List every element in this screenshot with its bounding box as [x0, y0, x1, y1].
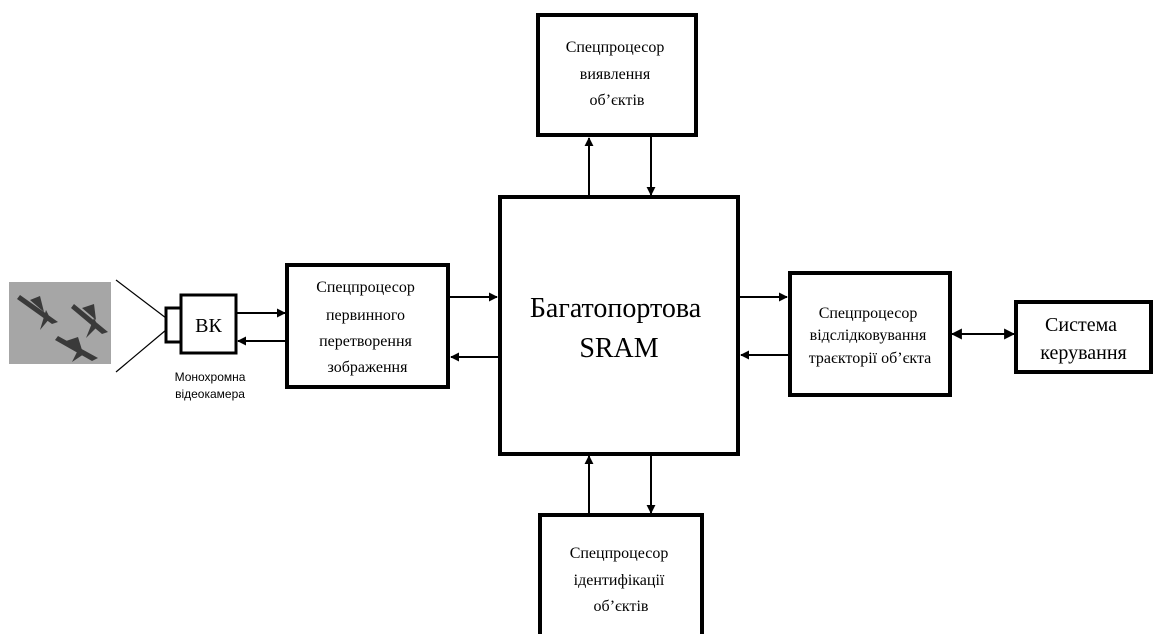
block-identification-line-2: ідентифікації	[574, 572, 665, 589]
block-control: Система керування	[1014, 300, 1153, 374]
block-identification: Спецпроцесор ідентифікації об’єктів	[538, 513, 704, 634]
block-memory-line-2: SRAM	[579, 333, 658, 364]
svg-text:Спецпроцесор виявлення: Спецпроцесор виявлення об’єктів	[566, 39, 669, 109]
svg-text:Система керування: Система керування	[1040, 314, 1127, 364]
svg-text:Багатопортова SRAM: Багатопортова SRAM	[530, 293, 708, 364]
camera-lens	[164, 306, 183, 344]
block-detection-line-3: об’єктів	[590, 92, 645, 109]
block-preprocessing-line-4: зображення	[328, 359, 409, 376]
video-camera: ВК	[164, 293, 238, 355]
block-detection-line-1: Спецпроцесор	[566, 39, 665, 56]
svg-text:Спецпроцесор відслідкову: Спецпроцесор відслідковування траєкторії…	[809, 305, 932, 367]
block-tracking-line-1: Спецпроцесор	[819, 305, 918, 322]
block-identification-line-1: Спецпроцесор	[570, 545, 669, 562]
block-detection: Спецпроцесор виявлення об’єктів	[536, 13, 698, 137]
block-tracking: Спецпроцесор відслідковування траєкторії…	[788, 271, 952, 397]
field-of-view-line	[115, 329, 167, 373]
aircraft-image	[9, 282, 111, 364]
field-of-view-line	[115, 279, 167, 319]
block-detection-line-2: виявлення	[580, 66, 651, 83]
aircraft-icon	[17, 295, 58, 330]
camera-caption-line-2: відеокамера	[175, 387, 245, 401]
block-preprocessing-line-2: первинного	[326, 307, 405, 324]
svg-text:Спецпроцесор первинного: Спецпроцесор первинного перетворення зоб…	[316, 279, 419, 376]
camera-label: ВК	[195, 315, 222, 337]
block-tracking-line-2: відслідковування	[810, 327, 927, 344]
aircraft-icon	[55, 336, 98, 362]
aircraft-icon	[71, 304, 108, 338]
block-control-line-2: керування	[1040, 342, 1127, 364]
block-tracking-line-3: траєкторії об’єкта	[809, 350, 932, 367]
camera-body	[179, 293, 238, 355]
block-control-line-1: Система	[1045, 314, 1117, 336]
block-preprocessing-line-1: Спецпроцесор	[316, 279, 415, 296]
block-memory: Багатопортова SRAM	[498, 195, 740, 456]
block-preprocessing-line-3: перетворення	[319, 333, 412, 350]
block-identification-line-3: об’єктів	[594, 598, 649, 615]
block-memory-line-1: Багатопортова	[530, 293, 702, 324]
block-preprocessing: Спецпроцесор первинного перетворення зоб…	[285, 263, 450, 389]
svg-text:Спецпроцесор ідентифікац: Спецпроцесор ідентифікації об’єктів	[570, 545, 673, 615]
camera-caption-line-1: Монохромна	[175, 370, 246, 384]
